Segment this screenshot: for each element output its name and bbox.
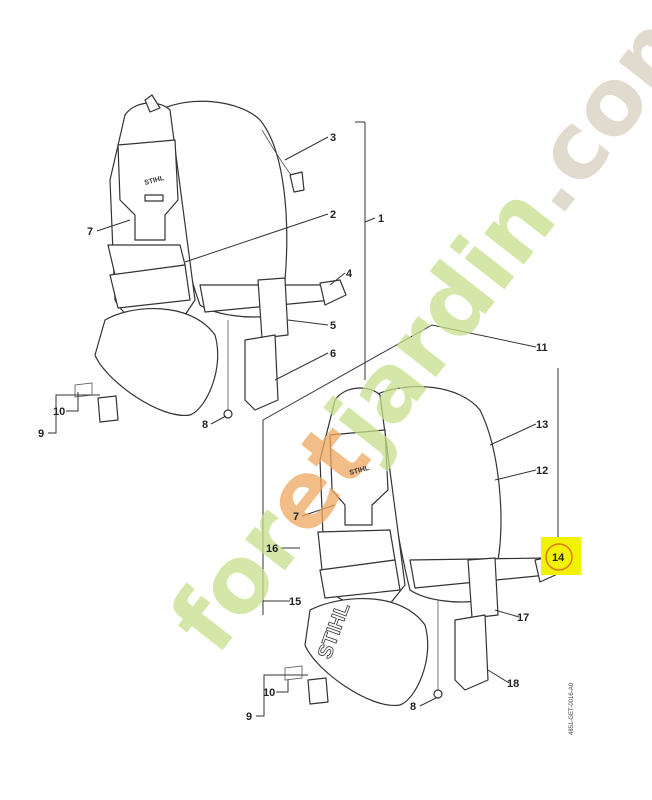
callout-2[interactable]: 2 [330,209,336,221]
callout-3[interactable]: 3 [330,132,336,144]
callout-14[interactable]: 14 [552,552,565,564]
callout-4[interactable]: 4 [346,268,353,280]
callout-10[interactable]: 10 [53,406,65,418]
callout-10-lower[interactable]: 10 [263,687,275,699]
callout-15[interactable]: 15 [289,596,301,608]
drawing-code: 4851-GET-0016-A0 [569,682,575,735]
lower-leader-lines [256,324,559,717]
upper-backpack [74,94,347,423]
upper-leader-lines [48,121,376,434]
callout-11[interactable]: 11 [536,342,548,354]
callout-8[interactable]: 8 [202,419,208,431]
callout-7[interactable]: 7 [87,226,93,238]
callout-18[interactable]: 18 [507,678,519,690]
callout-7-lower[interactable]: 7 [293,511,299,523]
callout-17[interactable]: 17 [517,612,529,624]
highlight-ring [545,543,573,571]
callout-5[interactable]: 5 [330,320,336,332]
callout-1[interactable]: 1 [378,213,384,225]
callout-8-lower[interactable]: 8 [410,701,416,713]
callout-9[interactable]: 9 [38,428,44,440]
callout-12[interactable]: 12 [536,465,548,477]
highlight-box [541,537,581,575]
callout-9-lower[interactable]: 9 [246,711,252,723]
callout-6[interactable]: 6 [330,348,336,360]
callout-16[interactable]: 16 [266,543,278,555]
callout-13[interactable]: 13 [536,419,548,431]
lower-backpack [284,385,563,706]
